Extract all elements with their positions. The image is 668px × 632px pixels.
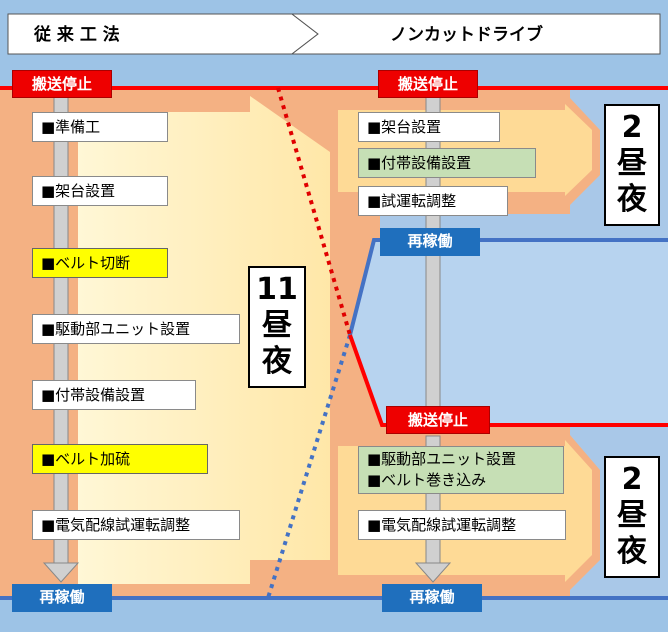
- conventional-restart-tag: 再稼働: [12, 584, 112, 612]
- noncut-stop-tag-1: 搬送停止: [378, 70, 478, 98]
- conventional-duration-night: 夜: [262, 344, 292, 379]
- noncut-flow-shaft-2: [425, 251, 441, 415]
- noncut-duration-1-night: 夜: [617, 182, 647, 217]
- noncut-step-drive-unit: ■駆動部ユニット設置: [367, 450, 517, 468]
- conventional-step-belt-vulcanize: ■ベルト加硫: [32, 444, 208, 474]
- noncut-stop-tag-2: 搬送停止: [386, 406, 490, 434]
- noncut-restart-tag-2: 再稼働: [382, 584, 482, 612]
- conventional-step-drive-unit: ■駆動部ユニット設置: [32, 314, 240, 344]
- noncut-restart-tag-1: 再稼働: [380, 228, 480, 256]
- noncut-step-test-adjust: ■試運転調整: [358, 186, 508, 216]
- conventional-duration-day: 昼: [262, 308, 292, 343]
- conventional-stop-tag: 搬送停止: [12, 70, 112, 98]
- conventional-method-title: 従 来 工 法: [34, 25, 120, 45]
- noncut-duration-box-1: 2 昼 夜: [604, 104, 660, 226]
- noncut-drive-title: ノンカットドライブ: [390, 25, 543, 45]
- noncut-step-belt-winding: ■ベルト巻き込み: [367, 471, 487, 489]
- noncut-step-frame-install: ■架台設置: [358, 112, 500, 142]
- noncut-duration-box-2: 2 昼 夜: [604, 456, 660, 578]
- conventional-step-belt-cut: ■ベルト切断: [32, 248, 168, 278]
- noncut-blue-area: [350, 240, 668, 425]
- blue-restart-line-noncut: [348, 238, 668, 336]
- header-right-chevron: [290, 13, 661, 55]
- noncut-step-ancillary: ■付帯設備設置: [358, 148, 536, 178]
- conventional-duration-box: 11 昼 夜: [248, 266, 306, 388]
- noncut-step-electrical-test: ■電気配線試運転調整: [358, 510, 566, 540]
- noncut-step-drive-belt: ■駆動部ユニット設置 ■ベルト巻き込み: [358, 446, 564, 494]
- noncut-duration-1-number: 2: [621, 110, 643, 145]
- noncut-duration-1-day: 昼: [617, 146, 647, 181]
- conventional-step-ancillary: ■付帯設備設置: [32, 380, 196, 410]
- noncut-duration-2-night: 夜: [617, 534, 647, 569]
- noncut-duration-2-number: 2: [621, 462, 643, 497]
- conventional-step-preparation: ■準備工: [32, 112, 168, 142]
- conventional-duration-number: 11: [256, 272, 298, 307]
- red-stop-line-noncut: [348, 334, 668, 427]
- red-dotted-connector: [276, 87, 352, 336]
- conventional-step-electrical-test: ■電気配線試運転調整: [32, 510, 240, 540]
- blue-dotted-connector: [266, 334, 352, 599]
- conventional-flow-head: [42, 562, 80, 583]
- noncut-flow-head: [414, 562, 452, 583]
- noncut-duration-2-day: 昼: [617, 498, 647, 533]
- conventional-step-frame-install: ■架台設置: [32, 176, 168, 206]
